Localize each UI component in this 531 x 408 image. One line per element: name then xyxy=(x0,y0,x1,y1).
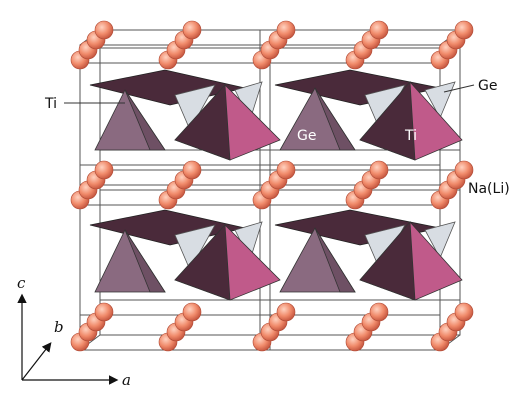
ti-octahedron-right-shade xyxy=(359,80,416,161)
na-li-chain xyxy=(158,160,202,210)
na-li-chain xyxy=(345,160,389,210)
ge-tetrahedron-bottom-left-shade xyxy=(124,229,166,293)
polyhedra-layer-lower xyxy=(89,209,463,301)
ge-tetrahedron-light-5 xyxy=(174,224,216,271)
na-li-chain xyxy=(158,20,202,70)
na-li-chain xyxy=(430,20,474,70)
na-li-chain xyxy=(252,160,296,210)
crystal-axes xyxy=(17,293,119,385)
na-li-chain xyxy=(158,302,202,352)
na-li-chain xyxy=(70,20,114,70)
na-li-chain xyxy=(345,302,389,352)
na-li-chain xyxy=(70,302,114,352)
axis-label-c: c xyxy=(17,274,26,292)
axis-label-a: a xyxy=(122,371,131,389)
ge-tetrahedron-light-8 xyxy=(424,221,456,259)
na-li-chain xyxy=(252,302,296,352)
na-li-chain xyxy=(345,20,389,70)
ge-tetrahedron-mid-shade xyxy=(314,87,356,151)
na-li-atoms xyxy=(70,20,474,352)
ti-octahedron-left-shade xyxy=(174,84,231,161)
ge-tetrahedron-light xyxy=(174,84,216,131)
label-ti-inside: Ti xyxy=(404,128,417,144)
label-ti-left: Ti xyxy=(44,96,57,112)
label-ge-right: Ge xyxy=(478,78,497,94)
label-na-li: Na(Li) xyxy=(468,181,510,197)
ti-octahedron-bottom-right-shade xyxy=(359,220,416,301)
polyhedra-layer-upper xyxy=(89,69,463,161)
na-li-chain xyxy=(252,20,296,70)
na-li-chain xyxy=(70,160,114,210)
label-leader-lines xyxy=(64,84,475,104)
label-ge-inside: Ge xyxy=(297,128,316,144)
ti-octahedron-bottom-left-shade xyxy=(174,224,231,301)
ge-tetrahedron-left-shade xyxy=(124,89,166,151)
ge-tetrahedron-bottom-mid-shade xyxy=(314,227,356,293)
axis-b-arrow xyxy=(21,342,52,381)
na-li-chain xyxy=(430,160,474,210)
na-li-chain xyxy=(430,302,474,352)
axis-label-b: b xyxy=(54,318,64,336)
